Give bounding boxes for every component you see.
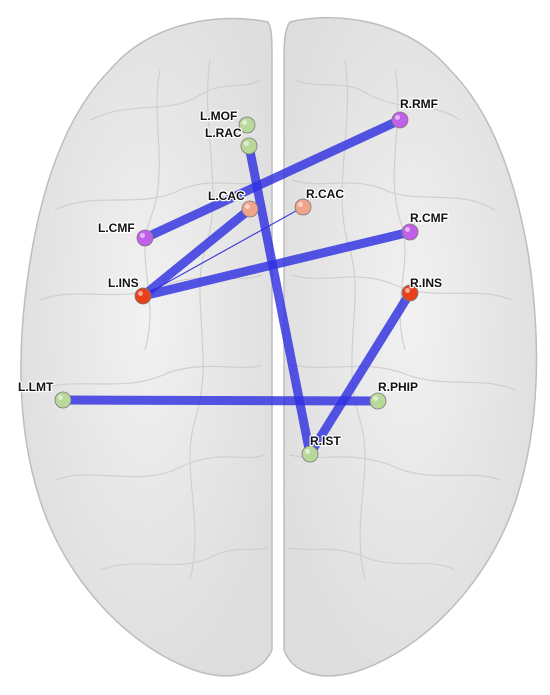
edge-l-ins-r-cmf (138, 227, 415, 301)
edge-r-ins-r-ist (305, 288, 415, 459)
node-highlight (58, 395, 63, 400)
node-l-lmt: L.LMT (17, 379, 72, 409)
node-label: L.MOF (200, 109, 237, 123)
node-label: L.RAC (205, 126, 242, 140)
node-marker (294, 198, 312, 216)
node-marker (301, 445, 319, 463)
node-marker (401, 223, 419, 241)
node-highlight (244, 141, 249, 146)
node-highlight (405, 288, 410, 293)
node-marker (369, 392, 387, 410)
node-label: L.CMF (98, 221, 135, 235)
node-highlight (395, 115, 400, 120)
node-label: R.CMF (410, 211, 448, 225)
node-label: R.IST (310, 434, 341, 448)
node-r-rmf: R.RMF (391, 96, 439, 129)
node-marker (241, 200, 259, 218)
node-r-ins: R.INS (401, 275, 443, 302)
node-highlight (138, 291, 143, 296)
node-marker (134, 287, 152, 305)
edge-l-ins-r-cac (142, 206, 304, 297)
node-r-cac: R.CAC (294, 186, 346, 216)
edge-l-cmf-r-rmf (140, 115, 405, 243)
node-marker (136, 229, 154, 247)
edge-l-lmt-r-phip (58, 395, 383, 406)
node-highlight (242, 120, 247, 125)
node-marker (391, 111, 409, 129)
node-highlight (245, 204, 250, 209)
node-r-cmf: R.CMF (401, 210, 449, 241)
right-hemisphere (283, 16, 538, 677)
node-highlight (373, 396, 378, 401)
node-label: L.CAC (208, 189, 245, 203)
node-marker (54, 391, 72, 409)
brain-outline (20, 16, 538, 677)
node-highlight (405, 227, 410, 232)
node-highlight (305, 449, 310, 454)
node-l-cac: L.CAC (207, 188, 259, 218)
node-highlight (140, 233, 145, 238)
node-label: L.INS (108, 276, 139, 290)
region-nodes: L.MOF L.RAC R.RMF L.CAC R.CAC L.CMF R.CMF L.INS… (17, 96, 449, 463)
node-label: L.LMT (18, 380, 54, 394)
node-label: R.RMF (400, 97, 438, 111)
node-l-ins: L.INS (107, 275, 152, 305)
node-label: R.PHIP (378, 380, 418, 394)
node-label: R.CAC (306, 187, 344, 201)
node-highlight (298, 202, 303, 207)
edge-l-ins-l-cac (138, 204, 255, 301)
node-l-cmf: L.CMF (97, 220, 154, 247)
node-l-mof: L.MOF (199, 108, 256, 134)
node-label: R.INS (410, 276, 442, 290)
node-marker (240, 137, 258, 155)
node-r-phip: R.PHIP (369, 379, 419, 410)
node-l-rac: L.RAC (204, 125, 258, 155)
connection-edges (58, 115, 415, 459)
node-r-ist: R.IST (301, 433, 343, 463)
